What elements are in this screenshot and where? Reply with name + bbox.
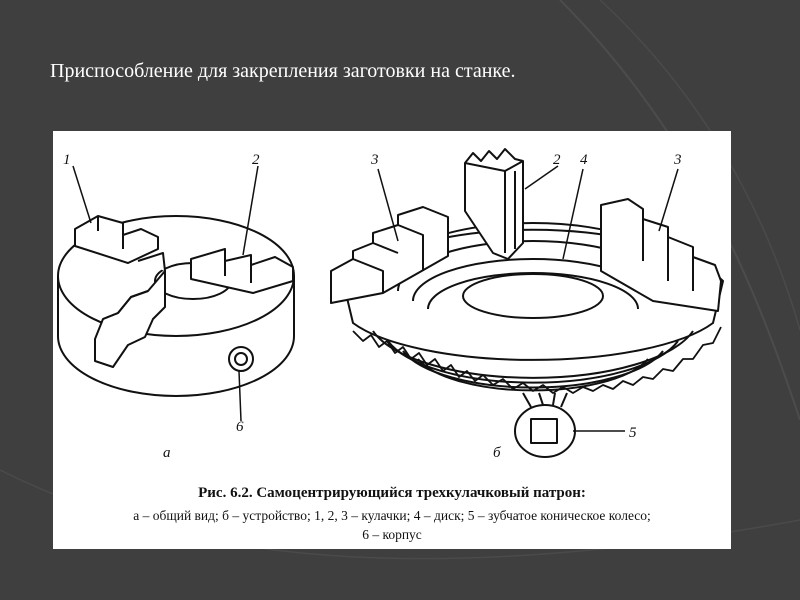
figure-caption-title: Рис. 6.2. Самоцентрирующийся трехкулачко…	[198, 485, 586, 501]
chuck-exploded-view	[72, 148, 724, 458]
chuck-diagram: 1 2 6 3 2 4 3 5 а б	[57, 148, 724, 461]
callout-b-2: 2	[553, 152, 561, 168]
view-b-label: б	[493, 445, 501, 461]
slide-title: Приспособление для закрепления заготовки…	[50, 60, 516, 82]
callout-a-6: 6	[236, 419, 244, 435]
chuck-general-view	[57, 215, 295, 397]
callout-b-3-right: 3	[673, 152, 682, 168]
callout-b-3-left: 3	[370, 152, 379, 168]
callout-b-5: 5	[629, 425, 637, 441]
view-a-label: а	[163, 445, 171, 461]
callout-a-1: 1	[63, 152, 71, 168]
chuck-figure: 1 2 6 3 2 4 3 5 а б Рис. 6.2. Самоцентри…	[53, 131, 731, 549]
callout-a-2: 2	[252, 152, 260, 168]
figure-caption-legend: а – общий вид; б – устройство; 1, 2, 3 –…	[133, 508, 651, 523]
figure-caption-legend-cont: 6 – корпус	[362, 527, 422, 542]
callout-b-4: 4	[580, 152, 588, 168]
